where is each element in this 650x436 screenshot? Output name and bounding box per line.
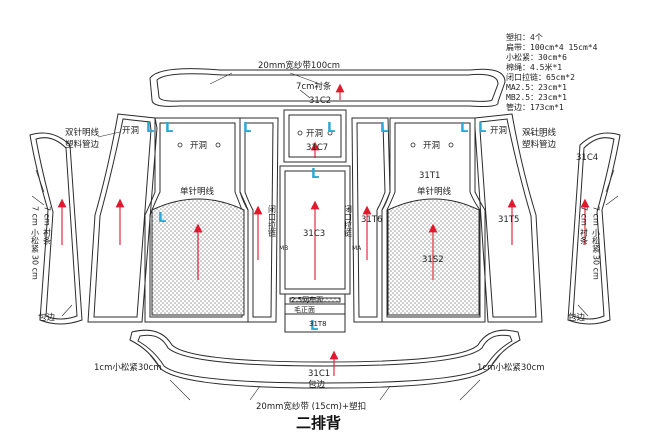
zipper-right-label: 闭口拉链 <box>344 205 353 238</box>
open-hole-label: 开洞 <box>306 128 323 139</box>
part-31t1-label: 31T1 <box>419 171 440 181</box>
bottom-piece-31c1 <box>129 329 521 389</box>
mesh-face-label: 2.5网布面 <box>291 295 323 304</box>
note-line: 小松紧：30cm*6 <box>506 52 567 62</box>
open-hole-label: 开洞 <box>490 125 507 136</box>
bottom-band-label: 20mm宽纱带 (15cm)+塑扣 <box>256 401 366 412</box>
plastic-piping-right-label: 塑料管边 <box>522 139 557 150</box>
center-bottom-piece-31t8 <box>284 293 346 333</box>
double-needle-left-label: 双针明线 <box>65 127 100 138</box>
zipper-left-label: 闭口拉链 <box>268 205 277 238</box>
top-band-piece <box>149 68 506 107</box>
part-31c1-label: 31C1 <box>308 369 330 379</box>
part-31c3-label: 31C3 <box>303 229 325 239</box>
part-31c4-label: 31C4 <box>576 153 598 163</box>
open-hole-label: 开洞 <box>122 125 139 136</box>
left-elastic-vertical: 7 cm 小松紧 30 cm <box>31 206 40 280</box>
l-mark: L <box>327 121 335 136</box>
binding-right-label: 包边 <box>568 312 586 323</box>
left-zipper-piece <box>239 117 279 323</box>
elastic-right-label: 1cm小松紧30cm <box>477 362 545 373</box>
right-inner-side-piece-31t5 <box>474 113 543 323</box>
part-31c7-label: 31C7 <box>306 143 328 153</box>
double-needle-right-label: 双针明线 <box>522 127 557 138</box>
l-mark: L <box>158 211 166 226</box>
note-line: 扁带：100cm*4 15cm*4 <box>506 42 598 52</box>
plastic-piping-left-label: 塑料管边 <box>65 139 100 150</box>
leader-lines <box>31 72 619 401</box>
note-line: 棉绳：4.5米*1 <box>506 62 562 72</box>
binding-bottom-label: 包边 <box>308 379 326 390</box>
part-31c2-label: 31C2 <box>309 96 331 106</box>
open-hole-label: 开洞 <box>423 140 440 151</box>
right-outer-side-piece-31c4 <box>567 132 621 325</box>
single-needle-left-label: 单针明线 <box>180 186 215 197</box>
left-outer-side-piece <box>29 132 83 325</box>
binding-left-label: 包边 <box>38 312 56 323</box>
vertical-labels: 闭口拉链 MB 闭口拉链 MA 7 cm 小松紧 30 cm 7 cm 衬条 7… <box>31 205 601 280</box>
diagram-title: 二排背 <box>296 414 341 432</box>
zipper-code-left: MB <box>279 245 288 252</box>
left-inner-side-piece <box>87 113 158 323</box>
open-hole-label: 开洞 <box>190 140 207 151</box>
cotton-face-label: 毛正面 <box>294 305 315 314</box>
hole-markers <box>177 130 454 148</box>
grain-arrows <box>57 83 590 376</box>
l-mark: L <box>146 121 154 136</box>
materials-notes: 塑扣：4个 扁带：100cm*4 15cm*4 小松紧：30cm*6 棉绳：4.… <box>506 32 598 112</box>
l-mark: L <box>310 319 318 334</box>
part-31t8-label: 31T8 <box>309 320 327 328</box>
note-line: MB2.5：23cm*1 <box>506 93 567 102</box>
l-mark: L <box>165 121 173 136</box>
part-31t6-label: 31T6 <box>361 215 382 225</box>
l-mark: L <box>478 121 486 136</box>
l-mark: L <box>460 121 468 136</box>
right-liner-vertical: 7 cm 衬条 <box>580 206 589 244</box>
top-band-label: 20mm宽纱带100cm <box>258 60 340 71</box>
right-elastic-vertical: 7 cm 小松紧 30 cm <box>592 206 601 280</box>
note-line: 闭口拉链：65cm*2 <box>506 72 575 82</box>
l-mark: L <box>380 121 388 136</box>
note-line: 塑扣：4个 <box>506 32 543 42</box>
l-markers: L L L L L L L L L L <box>146 121 486 334</box>
l-mark: L <box>243 121 251 136</box>
part-31s2-label: 31S2 <box>422 255 444 265</box>
left-liner-vertical: 7 cm 衬条 <box>43 206 52 244</box>
text-labels: 20mm宽纱带100cm 7cm衬条 31C2 开洞 开洞 开洞 31C7 开洞… <box>38 60 598 412</box>
part-31t5-label: 31T5 <box>498 215 519 225</box>
single-needle-right-label: 单针明线 <box>417 186 452 197</box>
note-line: 管边：173cm*1 <box>506 102 564 112</box>
note-line: MA2.5：23cm*1 <box>506 83 567 92</box>
top-liner-label: 7cm衬条 <box>296 81 332 92</box>
zipper-code-right: MA <box>352 245 362 252</box>
elastic-left-label: 1cm小松紧30cm <box>94 362 162 373</box>
l-mark: L <box>311 167 319 182</box>
